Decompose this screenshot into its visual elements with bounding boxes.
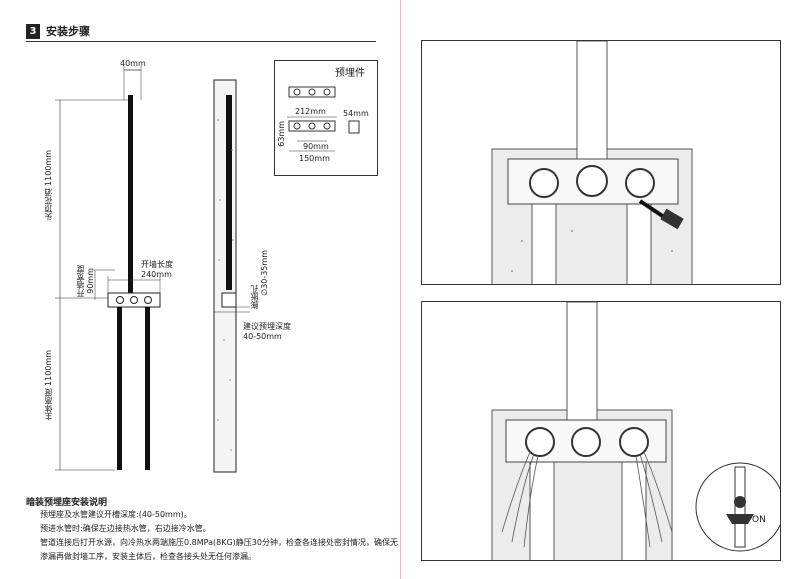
section-rule xyxy=(26,41,376,42)
instruction-line: 渗漏再做封墙工序，安装主体后，检查各接头处无任何渗漏。 xyxy=(40,552,256,561)
valve-on-label: ON xyxy=(752,515,766,525)
inset-dim-54: 54mm xyxy=(343,109,369,118)
left-page: 3 安装步骤 xyxy=(26,24,398,561)
instructions-title: 暗装预埋座安装说明 xyxy=(26,498,108,508)
installation-diagram xyxy=(55,66,250,473)
wall-length-value: 240mm xyxy=(141,270,172,279)
section-number: 3 xyxy=(26,24,40,39)
slot-width-value: 90mm xyxy=(86,268,95,294)
inset-dim-212: 212mm xyxy=(295,107,326,116)
inset-dim-63: 63mm xyxy=(277,121,286,147)
instruction-line: 预进水管时:确保左边接热水管，右边接冷水管。 xyxy=(40,524,211,533)
inset-dim-90: 90mm xyxy=(303,142,329,151)
screw-hole-value: ∅30-35mm xyxy=(260,250,269,296)
step-illustration-bottom: ON xyxy=(421,301,781,561)
instruction-line: 预埋座及水管建议开槽深度:(40-50mm)。 xyxy=(40,510,192,519)
inset-dim-150: 150mm xyxy=(299,154,330,163)
instruction-line: 管道连接后打开水源，向冷热水两端施压0.8MPa(8KG)静压30分钟，检查各连… xyxy=(40,538,398,547)
wall-length-label: 开墙长度 xyxy=(141,260,173,269)
step-illustration-top xyxy=(421,40,781,285)
section-title: 安装步骤 xyxy=(46,25,90,38)
slot-width-label: 开墙宽度 xyxy=(76,265,85,297)
bottom-height-label: 主体高度 1100mm xyxy=(44,350,53,421)
screw-hole-label: 膨胀孔 xyxy=(250,285,259,309)
embed-depth-label: 建议预埋深度 xyxy=(243,322,291,331)
embedded-part-inset: 预埋件 212mm 54mm 63mm 90mm 150mm xyxy=(274,60,378,176)
right-page: ON xyxy=(400,0,800,579)
inset-title: 预埋件 xyxy=(335,68,365,79)
embed-depth-value: 40-50mm xyxy=(243,332,282,341)
pipe-width-label: 40mm xyxy=(120,59,146,68)
top-height-label: 头顶花洒 1100mm xyxy=(44,150,53,221)
